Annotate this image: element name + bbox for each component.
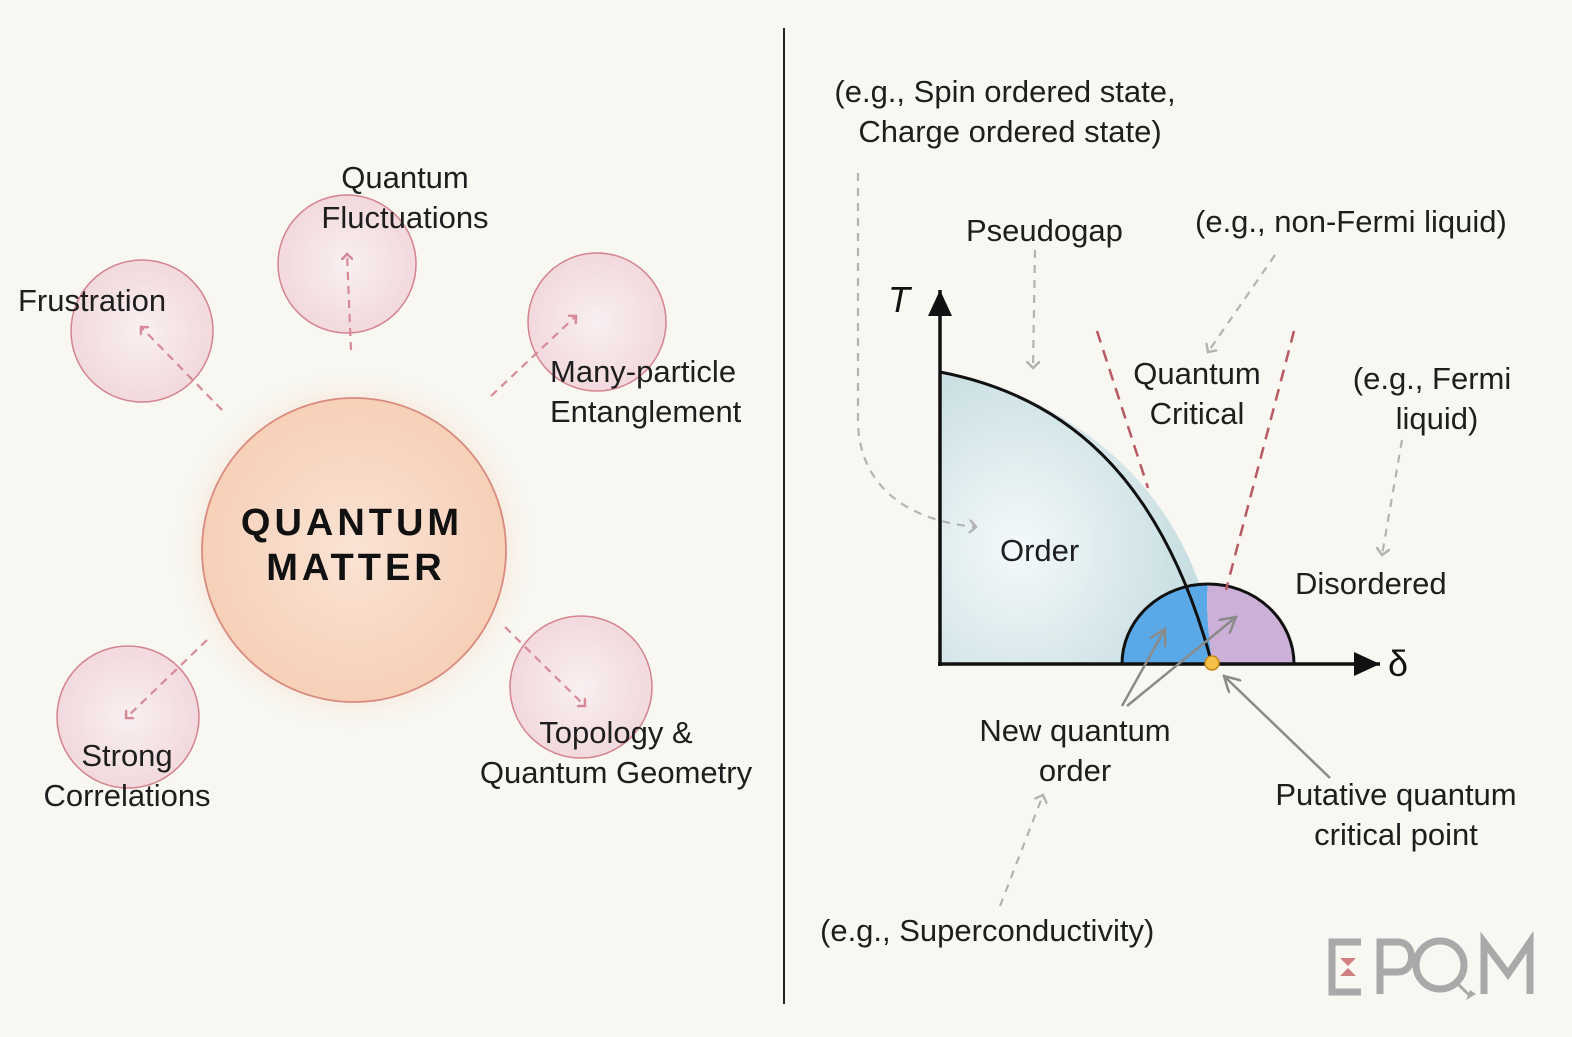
label-strong-correlations-1: Strong [81, 738, 172, 773]
center-title-line1: QUANTUM [241, 502, 463, 544]
annot-superconductivity: (e.g., Superconductivity) [820, 913, 1154, 948]
label-frustration: Frustration [18, 283, 166, 318]
arrow-pseudogap [1033, 249, 1035, 368]
arrow-ordered-examples [856, 173, 976, 527]
arrow-to-topology [504, 626, 585, 706]
annot-fermi-1: (e.g., Fermi [1353, 361, 1511, 396]
arrow-superconductivity [998, 795, 1043, 907]
label-qcp-2: critical point [1314, 817, 1478, 852]
t-axis-label: T [888, 279, 913, 320]
label-topology-2: Quantum Geometry [480, 755, 753, 790]
order-region [940, 372, 1200, 664]
label-qcp-1: Putative quantum [1275, 777, 1516, 812]
dome-outline [1120, 582, 1296, 665]
arrow-to-entanglement [490, 316, 576, 397]
quantum-matter-circle [201, 397, 507, 703]
arrow-to-fluctuations [347, 254, 351, 351]
label-topology-1: Topology & [539, 715, 693, 750]
qcp-dot [1204, 655, 1220, 671]
label-quantum-critical-2: Critical [1150, 396, 1245, 431]
satellite-topology [509, 615, 653, 759]
annot-non-fermi: (e.g., non-Fermi liquid) [1195, 204, 1507, 239]
right-panel: T δ Order Quantum Critical Disordered Ne… [820, 74, 1517, 948]
label-entanglement-1: Many-particle [550, 354, 736, 389]
label-quantum-fluctuations-1: Quantum [341, 160, 469, 195]
annot-pseudogap: Pseudogap [966, 213, 1123, 248]
arrow-to-frustration [141, 327, 223, 411]
epqm-logo [1328, 930, 1534, 1000]
new-order-dome [1122, 584, 1212, 664]
arrow-non-fermi [1208, 254, 1276, 352]
arrow-qcp [1224, 676, 1331, 779]
label-quantum-critical-1: Quantum [1133, 356, 1261, 391]
annot-ordered-2: Charge ordered state) [858, 114, 1161, 149]
critical-dome [1207, 584, 1294, 664]
label-disordered: Disordered [1295, 566, 1447, 601]
satellite-entanglement [527, 252, 667, 392]
delta-axis-label: δ [1388, 643, 1408, 684]
label-strong-correlations-2: Correlations [43, 778, 210, 813]
arrow-fermi-liquid [1382, 439, 1404, 555]
label-new-order-2: order [1039, 753, 1111, 788]
critical-line-left [1095, 330, 1150, 489]
label-entanglement-2: Entanglement [550, 394, 742, 429]
label-order: Order [1000, 533, 1079, 568]
arrow-new-order-1 [1120, 629, 1165, 707]
label-quantum-fluctuations-2: Fluctuations [321, 200, 488, 235]
annot-fermi-2: liquid) [1396, 401, 1479, 436]
center-title-line2: MATTER [266, 547, 446, 589]
arrow-to-correlations [126, 639, 208, 718]
annot-ordered-1: (e.g., Spin ordered state, [834, 74, 1175, 109]
arrow-new-order-2 [1126, 617, 1236, 707]
order-boundary [939, 370, 1214, 665]
satellite-frustration [70, 259, 214, 403]
label-new-order-1: New quantum [979, 713, 1170, 748]
left-panel: QUANTUM MATTER Quantum Fluctuations Frus… [18, 160, 753, 813]
critical-line-right [1224, 330, 1296, 591]
